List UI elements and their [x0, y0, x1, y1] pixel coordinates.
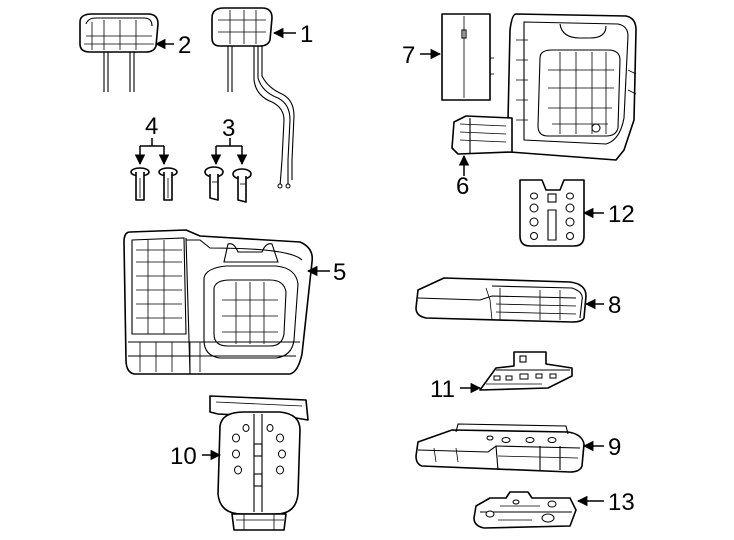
callout-5: 5	[333, 259, 346, 286]
seat-back-frame-part-6	[451, 13, 637, 161]
callout-2: 2	[178, 32, 191, 59]
headrest-guides-part-3	[204, 138, 252, 203]
callout-10: 10	[170, 443, 197, 470]
callout-12: 12	[608, 201, 635, 228]
bracket-part-13	[473, 491, 577, 529]
callout-11: 11	[430, 376, 455, 403]
cushion-pad-part-10	[209, 395, 309, 531]
leader-lines	[154, 27, 604, 507]
cushion-frame-part-9	[415, 423, 585, 473]
back-panel-part-7	[441, 13, 494, 101]
headrest-part-1	[211, 7, 295, 189]
callout-4: 4	[145, 113, 158, 140]
seat-back-part-5	[123, 229, 314, 375]
callout-8: 8	[608, 292, 621, 319]
headrest-guides-part-4	[130, 138, 178, 201]
seat-cushion-part-8	[415, 277, 587, 323]
headrest-part-2	[79, 13, 159, 92]
callout-13: 13	[608, 489, 635, 516]
seat-plate-part-11	[479, 351, 573, 391]
bracket-part-12	[519, 179, 585, 247]
callout-3: 3	[222, 115, 235, 142]
callout-9: 9	[608, 434, 621, 461]
callout-labels: 1 2 3 4 5 6 7 8 9 10 11 12 13	[145, 21, 635, 516]
callout-6: 6	[456, 173, 469, 200]
callout-7: 7	[402, 42, 415, 69]
callout-1: 1	[300, 21, 313, 48]
